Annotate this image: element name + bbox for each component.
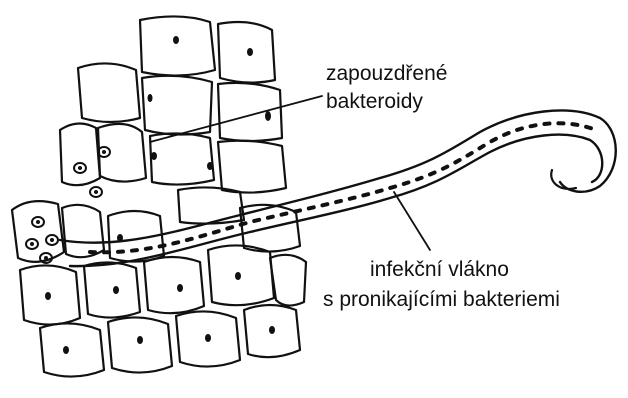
label-encapsulated: zapouzdřené (326, 62, 447, 86)
label-infection-thread: infekční vlákno (370, 258, 509, 282)
bacteroids-pointer (150, 96, 322, 142)
plant-tissue-cells (12, 16, 306, 376)
label-bacteroids: bakteroidy (326, 90, 423, 114)
infection-thread (60, 110, 616, 266)
label-penetrating-bacteria: s pronikajícími bakteriemi (323, 288, 560, 312)
thread-pointer (394, 192, 430, 250)
